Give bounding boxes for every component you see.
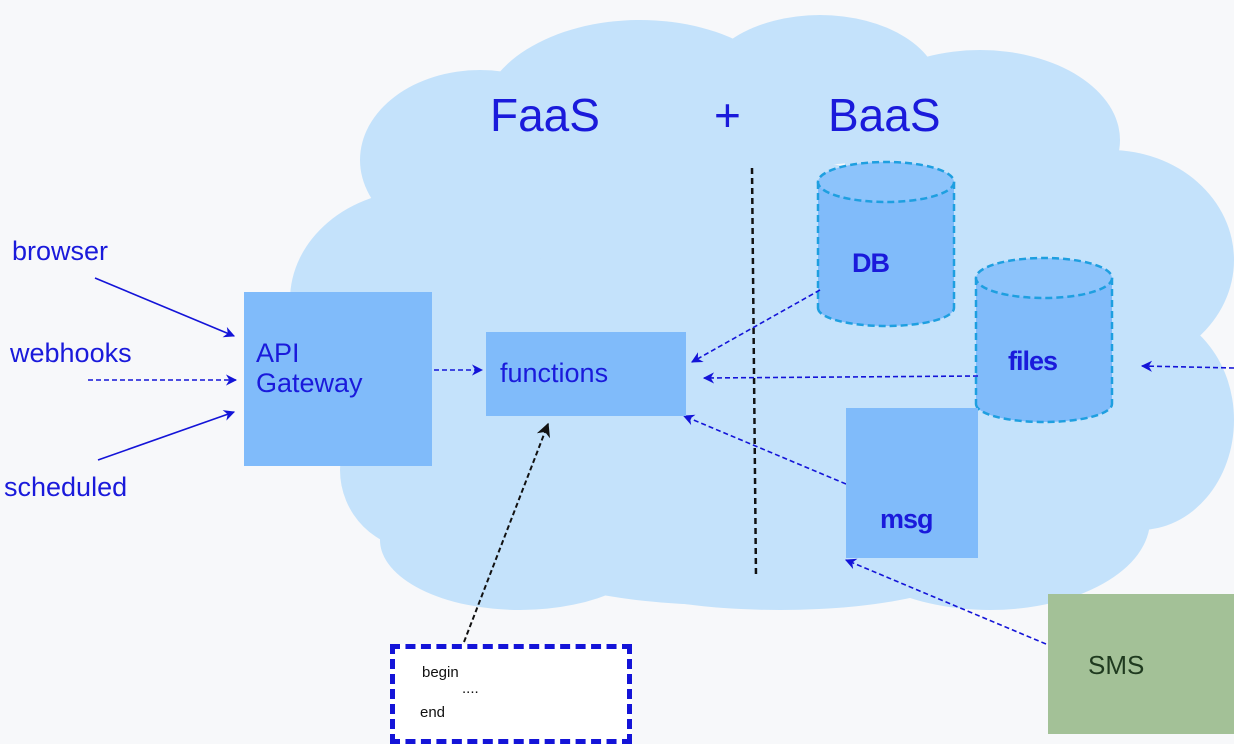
api-gateway-box: API Gateway bbox=[244, 292, 432, 466]
webhooks-trigger-label: webhooks bbox=[10, 338, 132, 368]
api-gateway-label: API Gateway bbox=[256, 338, 363, 398]
faas-title: FaaS bbox=[490, 89, 600, 141]
browser-arrow bbox=[94, 277, 236, 338]
function-code-box bbox=[390, 644, 632, 744]
msg-to-functions-arrow bbox=[682, 414, 847, 485]
sms-to-msg-arrow bbox=[844, 558, 1047, 645]
db-to-functions-arrow bbox=[691, 289, 821, 363]
db-cylinder bbox=[816, 160, 956, 328]
scheduled-arrow bbox=[97, 410, 236, 461]
faas-baas-divider bbox=[750, 167, 758, 579]
code-begin: begin bbox=[422, 664, 459, 681]
msg-label: msg bbox=[880, 504, 934, 534]
msg-box: msg bbox=[846, 408, 978, 558]
code-to-functions-arrow bbox=[463, 422, 551, 643]
sms-box bbox=[1048, 594, 1234, 734]
api-gateway-line2: Gateway bbox=[256, 368, 363, 398]
db-label: DB bbox=[852, 248, 890, 278]
code-ellipsis: .... bbox=[462, 680, 479, 697]
files-label: files bbox=[1008, 346, 1058, 376]
scheduled-trigger-label: scheduled bbox=[4, 472, 128, 502]
baas-title: BaaS bbox=[828, 89, 941, 141]
functions-box: functions bbox=[486, 332, 686, 416]
browser-trigger-label: browser bbox=[12, 236, 109, 266]
files-cylinder bbox=[974, 256, 1114, 424]
external-to-files-arrow bbox=[1140, 360, 1234, 372]
code-end: end bbox=[420, 704, 446, 721]
plus-sign: + bbox=[714, 89, 741, 141]
files-to-functions-arrow bbox=[702, 372, 979, 384]
sms-label: SMS bbox=[1088, 650, 1145, 680]
functions-label: functions bbox=[500, 358, 609, 388]
api-gateway-line1: API bbox=[256, 338, 300, 368]
